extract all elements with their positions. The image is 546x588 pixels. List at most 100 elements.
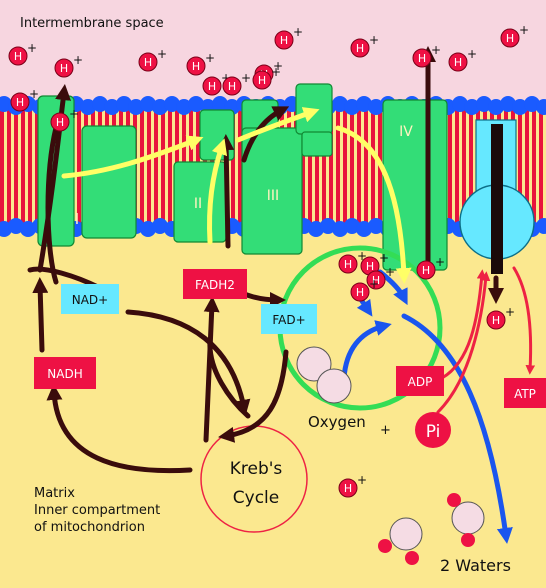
proton-ion: H+	[350, 277, 379, 302]
svg-text:H: H	[258, 74, 266, 87]
proton-ion: H+	[274, 25, 303, 50]
svg-text:H: H	[506, 32, 514, 45]
svg-text:+: +	[271, 65, 281, 79]
oxygen-plus-label: +	[380, 423, 391, 438]
svg-text:H: H	[56, 116, 64, 129]
svg-text:H: H	[454, 56, 462, 69]
atp-synthase	[459, 119, 535, 274]
svg-text:+: +	[369, 33, 379, 47]
atp-label: ATP	[514, 387, 536, 401]
svg-text:+: +	[431, 43, 441, 57]
proton-ions: H+H+H+H+H+H+H+H+H+H+H+H+H+H+H+H+H+H+H+H+…	[8, 23, 529, 498]
pi-label: Pi	[426, 422, 441, 442]
svg-text:H: H	[422, 264, 430, 277]
proton-ion: H+	[338, 249, 367, 274]
nadh-label: NADH	[47, 367, 82, 381]
svg-text:+: +	[505, 305, 515, 319]
krebs-cycle-label-line2: Cycle	[233, 488, 279, 508]
water-molecule-two	[447, 493, 485, 547]
svg-text:+: +	[157, 47, 167, 61]
adp-box: ADP	[396, 366, 444, 396]
svg-text:+: +	[379, 251, 389, 265]
proton-ion: H+	[50, 107, 79, 132]
adp-label: ADP	[408, 375, 433, 389]
fadh2-box: FADH2	[183, 269, 247, 299]
svg-text:H: H	[356, 286, 364, 299]
svg-text:+: +	[357, 473, 367, 487]
svg-text:H: H	[418, 52, 426, 65]
svg-text:+: +	[221, 71, 231, 85]
svg-text:H: H	[228, 80, 236, 93]
proton-ion: H+	[54, 53, 83, 78]
svg-text:+: +	[69, 107, 79, 121]
svg-text:H: H	[208, 80, 216, 93]
intermembrane-label: Intermembrane space	[20, 16, 164, 31]
proton-ion: H+	[138, 47, 167, 72]
proton-ion: H+	[202, 71, 231, 96]
oxygen-label: Oxygen	[308, 413, 366, 431]
nad-box: NAD+	[61, 284, 119, 314]
svg-text:+: +	[385, 265, 395, 279]
water-molecule-one	[378, 517, 423, 565]
svg-text:+: +	[241, 71, 251, 85]
proton-ion: H+	[8, 41, 37, 66]
proton-ion: H+	[222, 71, 251, 96]
svg-text:+: +	[435, 255, 445, 269]
matrix-label-line3: of mitochondrion	[34, 520, 145, 535]
proton-ion: H+	[186, 51, 215, 76]
fadh2-label: FADH2	[195, 278, 235, 292]
electron-pathways	[61, 107, 412, 284]
pi-circle: Pi	[415, 412, 451, 448]
atp-box: ATP	[504, 378, 546, 408]
svg-text:+: +	[205, 51, 215, 65]
proton-ion: H+	[350, 33, 379, 58]
svg-text:H: H	[14, 50, 22, 63]
complex-four-label: IV	[399, 124, 413, 140]
svg-text:+: +	[519, 23, 529, 37]
svg-text:H: H	[344, 482, 352, 495]
svg-text:H: H	[280, 34, 288, 47]
svg-text:+: +	[357, 249, 367, 263]
krebs-cycle-label-line1: Kreb's	[230, 459, 283, 479]
proton-ion: H+	[448, 47, 477, 72]
svg-text:H: H	[366, 260, 374, 273]
svg-text:H: H	[344, 258, 352, 271]
svg-text:+: +	[369, 277, 379, 291]
proton-ion: H+	[486, 305, 515, 330]
proton-ion: H+	[366, 265, 395, 290]
nad-label: NAD+	[72, 293, 108, 307]
proton-ion: H+	[252, 65, 281, 90]
proton-ion: H+	[10, 87, 39, 112]
fad-box: FAD+	[261, 304, 317, 334]
complex-two-label: II	[194, 196, 202, 212]
svg-text:+: +	[293, 25, 303, 39]
complex-one-label: I	[75, 210, 79, 228]
svg-text:H: H	[16, 96, 24, 109]
svg-text:+: +	[27, 41, 37, 55]
svg-text:+: +	[73, 53, 83, 67]
svg-text:H: H	[60, 62, 68, 75]
proton-ion: H+	[416, 255, 445, 280]
waters-label: 2 Waters	[440, 556, 511, 575]
nadh-box: NADH	[34, 357, 96, 389]
svg-text:+: +	[467, 47, 477, 61]
cytochrome-c	[295, 83, 333, 157]
matrix-label-line1: Matrix	[34, 486, 75, 501]
fad-label: FAD+	[272, 313, 305, 327]
matrix-label-line2: Inner compartment	[34, 503, 160, 518]
svg-text:+: +	[273, 59, 283, 73]
svg-text:+: +	[29, 87, 39, 101]
proton-ion: H+	[500, 23, 529, 48]
svg-text:H: H	[144, 56, 152, 69]
svg-text:H: H	[192, 60, 200, 73]
proton-ion: H+	[412, 43, 441, 68]
svg-text:H: H	[372, 274, 380, 287]
complex-three-label: III	[267, 188, 279, 204]
oxygen-molecule	[296, 346, 352, 404]
atp-pathways	[436, 266, 536, 414]
svg-text:H: H	[356, 42, 364, 55]
complex-four	[382, 99, 448, 271]
proton-ion: H+	[338, 473, 367, 498]
svg-text:H: H	[492, 314, 500, 327]
